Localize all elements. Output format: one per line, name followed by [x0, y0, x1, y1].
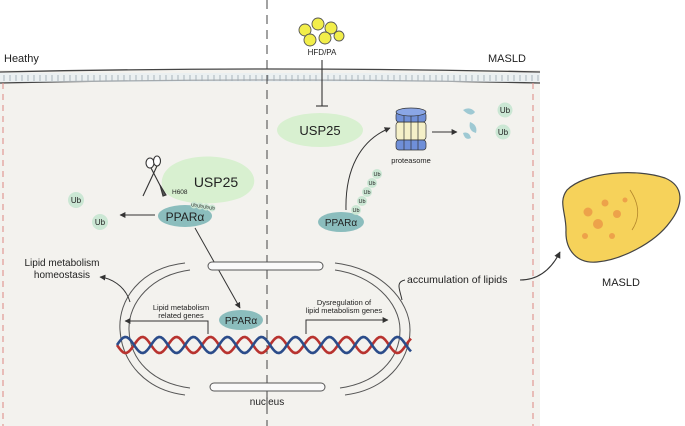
dna-double-helix [115, 335, 412, 355]
masld-liver-label: MASLD [602, 277, 640, 289]
lipid-homeostasis-label-line2: homeostasis [34, 270, 90, 281]
inhibition-line [316, 60, 328, 107]
ub-chain-masld-label-2: Ub [358, 199, 365, 205]
proteasome-icon [395, 107, 427, 151]
ub-chain-healthy-label-1: Ub [191, 203, 197, 208]
fatty-liver-icon [562, 172, 681, 263]
h608-residue-label: H608 [172, 189, 188, 196]
ub-chain-masld-label-5: Ub [373, 172, 380, 178]
free-ub-healthy-1-label: Ub [71, 196, 82, 205]
scissors-icon [142, 155, 167, 197]
proteasome-label: proteasome [391, 156, 431, 165]
ub-chain-masld-label-3: Ub [363, 190, 370, 196]
arrow-related-genes [124, 318, 209, 334]
hfd-pa-molecules [298, 17, 345, 47]
nuclear-envelope [119, 261, 411, 396]
related-genes-label-line1: Lipid metabolism [153, 303, 209, 312]
ub-chain-healthy-label-4: Ub [209, 206, 215, 211]
polyubiquitin-chain-healthy: Ub Ub Ub Ub [190, 201, 216, 212]
usp25-masld [277, 113, 363, 147]
ub-chain-masld-label-1: Ub [352, 208, 359, 214]
ub-chain-masld-label-4: Ub [368, 181, 375, 187]
ub-chain-healthy-label-2: Ub [197, 204, 203, 209]
usp25-masld-label: USP25 [299, 123, 340, 138]
free-ub-healthy-1 [68, 192, 84, 208]
healthy-panel-title: Heathy [4, 53, 39, 65]
arrow-dysregulation [305, 317, 389, 334]
dysregulation-label-line1: Dysregulation of [317, 298, 372, 307]
free-ub-healthy-2-label: Ub [95, 218, 106, 227]
ppara-nuclear-label: PPARα [225, 316, 257, 327]
free-ub-masld-1-label: Ub [500, 106, 511, 115]
masld-panel-title: MASLD [488, 53, 526, 65]
ppara-nuclear [219, 310, 263, 330]
cell-cytoplasm [0, 70, 540, 426]
free-ub-masld-2 [495, 124, 511, 140]
free-ub-healthy-2 [92, 214, 108, 230]
arrow-to-accumulation [398, 279, 406, 301]
lipid-homeostasis-label-line1: Lipid metabolism [24, 258, 99, 269]
ppara-masld [318, 212, 364, 232]
hfd-pa-label: HFD/PA [308, 48, 337, 57]
cell-membrane [0, 68, 541, 426]
usp25-healthy [161, 156, 255, 204]
related-genes-label-line2: related genes [158, 311, 204, 320]
polyubiquitin-chain-masld: Ub Ub Ub Ub Ub [351, 169, 382, 215]
ub-chain-healthy-label-3: Ub [203, 205, 209, 210]
ppara-healthy-label: PPARα [166, 210, 205, 224]
free-ub-masld-1 [497, 102, 513, 118]
dysregulation-label-line2: lipid metabolism genes [306, 306, 383, 315]
arrow-to-liver [519, 251, 561, 281]
ppara-masld-label: PPARα [325, 218, 357, 229]
ppara-healthy [158, 205, 212, 227]
arrow-lipid-homeostasis [99, 274, 131, 303]
nucleus-label: nucleus [250, 397, 284, 408]
degraded-peptide-fragments [463, 108, 477, 139]
free-ub-masld-2-label: Ub [498, 128, 509, 137]
usp25-healthy-label: USP25 [194, 174, 239, 190]
arrow-ppara-to-proteasome [345, 127, 391, 211]
accumulation-label: accumulation of lipids [407, 274, 507, 286]
